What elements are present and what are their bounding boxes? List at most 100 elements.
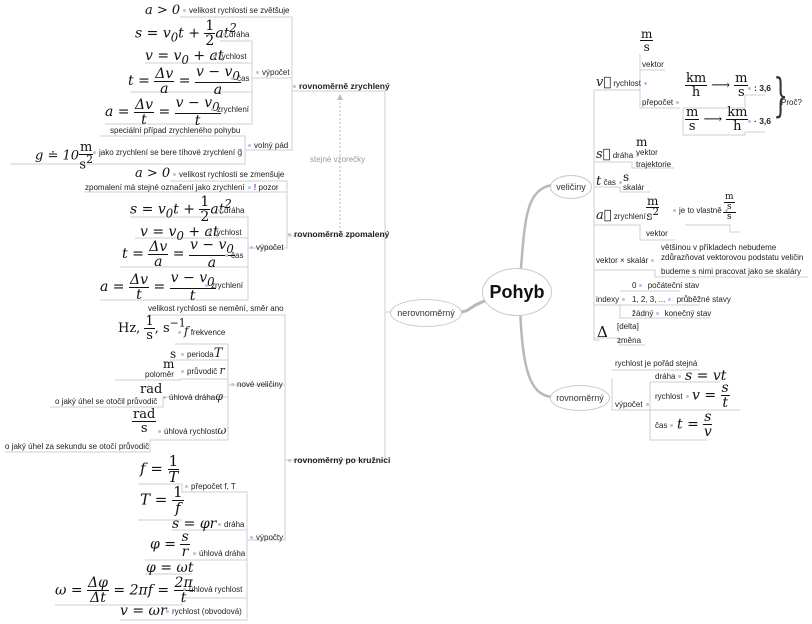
draha-trajektorie[interactable]: trajektorie (636, 160, 672, 169)
label-perioda[interactable]: periodaT (178, 347, 222, 360)
connector (85, 191, 385, 237)
math-phi-omega-t: φ = ωt (146, 560, 194, 576)
zrychleni-vektor[interactable]: vektor (646, 229, 668, 238)
label-cas[interactable]: t čas (596, 175, 625, 188)
label-uhlova-rychlost[interactable]: úhlová rychlostω (155, 425, 226, 437)
label-prepocet[interactable]: přepočet (642, 98, 682, 108)
label-vektor-skalar[interactable]: vektor × skalár (596, 256, 657, 266)
label-vypocet-r[interactable]: výpočet (615, 400, 652, 410)
connector (639, 54, 680, 109)
math-rychlost-1: v = v0 + at (145, 48, 224, 67)
note-pozor[interactable]: zpomalení má stejné označení jako zrychl… (85, 183, 279, 192)
label-cas-1[interactable]: čas (228, 74, 249, 84)
index-123[interactable]: 1, 2, 3, ... průběžné stavy (632, 295, 731, 304)
label-cas-r[interactable]: čas (655, 421, 676, 431)
index-0[interactable]: 0 počáteční stav (632, 281, 700, 290)
label-frekvence[interactable]: f frekvence (175, 325, 225, 338)
note-zmensuje[interactable]: velikost rychlosti se zmenšuje (170, 170, 284, 180)
warning-icon: ! (253, 183, 257, 192)
label-nove-veliciny[interactable]: nové veličiny (228, 380, 283, 390)
label-draha-r[interactable]: dráha (655, 372, 684, 382)
note-uhel[interactable]: o jaký úhel se otočil průvodič (55, 397, 158, 406)
node-zrychleny[interactable]: rovnoměrně zrychlený (290, 81, 390, 91)
note-vektor-1[interactable]: většinou v příkladech nebudeme (661, 243, 777, 252)
label-draha-k[interactable]: dráha (215, 520, 244, 530)
label-zrychleni[interactable]: a⃗ zrychlení (596, 209, 655, 222)
note-polomer[interactable]: poloměr (145, 370, 174, 379)
delta-zmena[interactable]: změna (617, 336, 642, 345)
note-volny-pad[interactable]: speciální případ zrychleného pohybu (110, 126, 241, 135)
zrychleni-note[interactable]: je to vlastně (670, 206, 731, 216)
node-kruznice[interactable]: rovnoměrný po kružnici (285, 455, 390, 465)
label-uhlova-draha[interactable]: úhlová dráhaφ (160, 391, 223, 403)
label-vypocty[interactable]: výpočty (247, 533, 283, 543)
label-pruvodic[interactable]: průvodič r (178, 365, 225, 377)
connector (594, 304, 710, 319)
label-indexy[interactable]: indexy (596, 295, 628, 305)
connector (594, 186, 650, 193)
curve-to-nerovnomerny (459, 298, 489, 314)
connector (175, 343, 285, 386)
label-uhlova-draha-k[interactable]: úhlová dráha (190, 549, 245, 559)
label-rychlost-obvodova[interactable]: rychlost (obvodová) (163, 607, 242, 617)
math-s-vt: s = vt (685, 368, 727, 384)
label-vypocet-2[interactable]: výpočet (247, 243, 284, 253)
note-vektor-2[interactable]: zdůrazňovat vektorovou podstatu veličin (661, 253, 804, 262)
math-rychlost-2: v = v0 + at (140, 224, 219, 243)
brace-icon: } (773, 68, 788, 122)
note-skalary[interactable]: budeme s nimi pracovat jako se skaláry (661, 267, 802, 276)
op-mul-36[interactable]: · 3,6 (745, 116, 771, 126)
connector (594, 161, 674, 169)
unit-uhlova-draha: rad (140, 382, 163, 397)
label-rychlost-r[interactable]: rychlost (655, 392, 692, 402)
connector (100, 248, 249, 301)
note-kruznice[interactable]: velikost rychlosti se nemění, směr ano (148, 304, 284, 313)
connector (594, 337, 645, 346)
label-draha[interactable]: s⃗ dráha (596, 148, 642, 161)
root-node[interactable]: Pohyb (482, 268, 552, 316)
connector (120, 492, 248, 621)
curve-to-rovnomerny (518, 304, 553, 399)
note-g[interactable]: jako zrychlení se bere tíhové zrychlení … (90, 148, 242, 158)
branch-rovnomerny[interactable]: rovnoměrný (550, 385, 610, 411)
label-vektor-rychlost[interactable]: vektor (642, 60, 664, 69)
label-prepocet-fT[interactable]: přepočet f, T (182, 482, 236, 492)
note-rovnomerny[interactable]: rychlost je pořád stejná (615, 359, 698, 368)
delta-name[interactable]: [delta] (617, 322, 639, 331)
label-rychlost-2[interactable]: rychlost (205, 228, 242, 238)
label-rychlost[interactable]: v⃗ rychlost (596, 76, 650, 89)
label-zrychleni-2[interactable]: zrychlení (202, 281, 243, 291)
label-volny-pad[interactable]: volný pád (245, 141, 288, 151)
connector (105, 78, 253, 125)
label-proc[interactable]: Proč? (781, 98, 802, 107)
node-zpomaleny[interactable]: rovnoměrně zpomalený (285, 229, 389, 239)
label-vypocet-1[interactable]: výpočet (253, 68, 290, 78)
connector (170, 180, 288, 192)
label-cas-2[interactable]: čas (222, 251, 243, 261)
note-zvetsuje[interactable]: velikost rychlosti se zvětšuje (180, 6, 289, 16)
curve-to-veliciny (518, 183, 553, 281)
draha-vektor[interactable]: vektor (636, 148, 658, 157)
index-zadny[interactable]: žádný konečný stav (632, 309, 712, 318)
branch-nerovnomerny[interactable]: nerovnoměrný (390, 299, 462, 327)
label-zrychleni-1[interactable]: zrychlení (208, 105, 249, 115)
note-uhel-sekunda[interactable]: o jaký úhel za sekundu se otočí průvodič (5, 442, 150, 451)
cas-skalar[interactable]: skalár (623, 183, 645, 192)
label-uhlova-rychlost-k[interactable]: úhlová rychlost (180, 585, 242, 595)
op-div-36[interactable]: : 3,6 (745, 83, 771, 93)
label-rychlost-1[interactable]: rychlost (210, 52, 247, 62)
label-draha-2[interactable]: dráha (215, 206, 244, 216)
connector (50, 396, 228, 408)
branch-veliciny[interactable]: veličiny (550, 175, 592, 199)
label-draha-1[interactable]: dráha (220, 30, 249, 40)
math-s-phi-r: s = φr (172, 516, 217, 532)
